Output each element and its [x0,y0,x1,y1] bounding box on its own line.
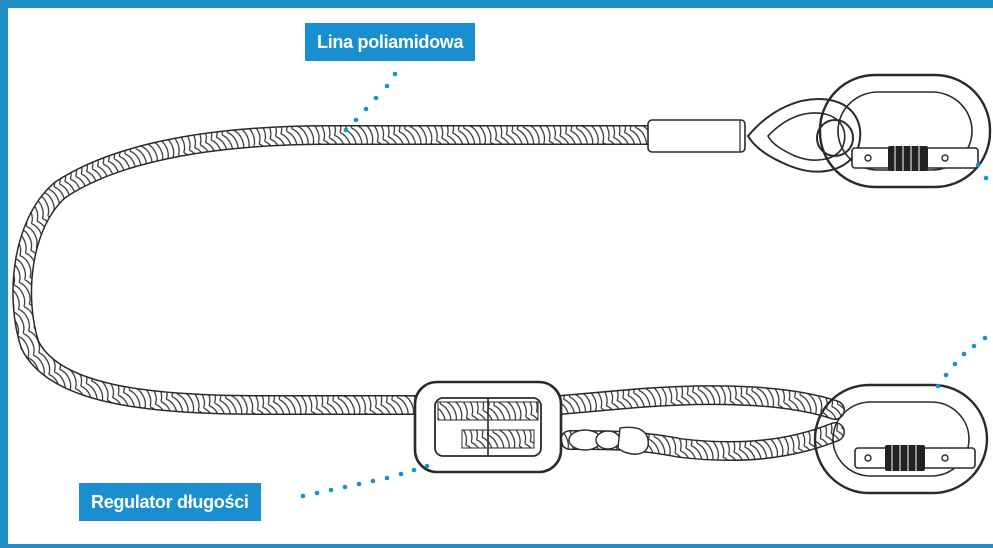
length-adjuster-buckle-icon [413,380,563,474]
carabiner-top-leader-line [975,162,989,181]
screw-lock-carabiner-icon [818,73,992,189]
length-adjuster-label: Regulator długości [79,483,261,521]
screw-lock-carabiner-icon [813,383,989,495]
rope-splice-sleeve-icon [647,119,746,153]
rope-leader-line [343,71,398,133]
carabiner-bottom-leader-line [935,335,988,389]
adjuster-leader-line [300,463,430,499]
rope-label: Lina poliamidowa [305,23,476,61]
twisted-rope-icon [12,125,845,462]
